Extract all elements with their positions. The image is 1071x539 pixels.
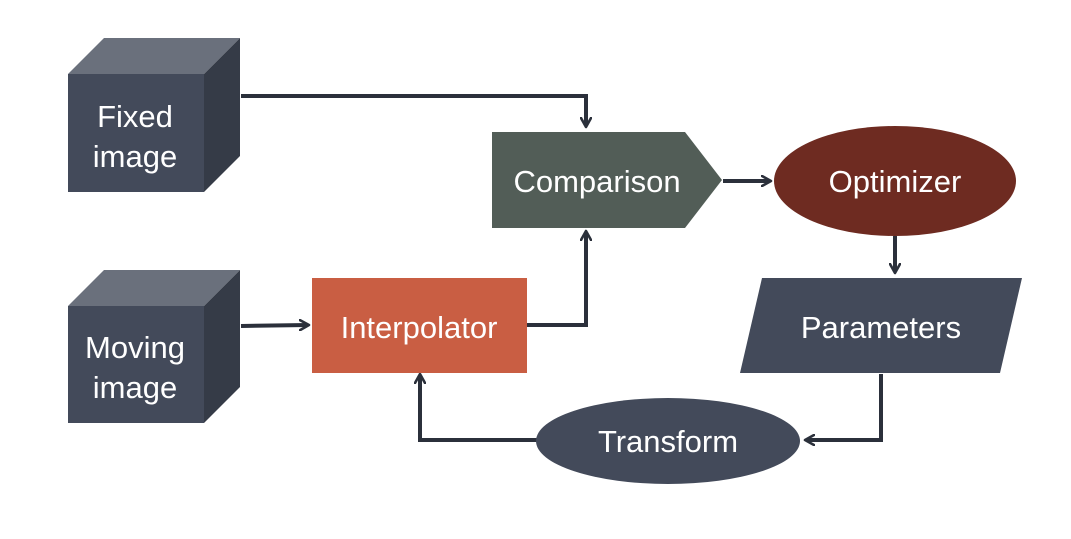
interpolator-label: Interpolator [341, 310, 498, 345]
fixed-image-label-line2: image [93, 139, 177, 174]
edge-transform-to-interpolator [420, 375, 537, 442]
edge-parameters-to-transform [806, 374, 883, 440]
edge-interpolator-to-comparison [527, 232, 586, 327]
moving-image-node: Moving image [68, 270, 240, 423]
optimizer-label: Optimizer [829, 164, 962, 199]
edge-moving-to-interpolator [240, 325, 308, 326]
parameters-label: Parameters [801, 310, 961, 345]
optimizer-node: Optimizer [774, 126, 1016, 236]
comparison-node: Comparison [492, 132, 722, 228]
interpolator-node: Interpolator [312, 278, 527, 373]
parameters-node: Parameters [740, 278, 1022, 373]
comparison-label: Comparison [513, 164, 680, 199]
edge-fixed-to-comparison [241, 94, 586, 126]
fixed-image-label-line1: Fixed [97, 99, 173, 134]
connectors [240, 94, 895, 442]
transform-label: Transform [598, 424, 738, 459]
moving-image-label-line1: Moving [85, 330, 185, 365]
moving-image-label-line2: image [93, 370, 177, 405]
fixed-image-node: Fixed image [68, 38, 240, 192]
transform-node: Transform [536, 398, 800, 484]
